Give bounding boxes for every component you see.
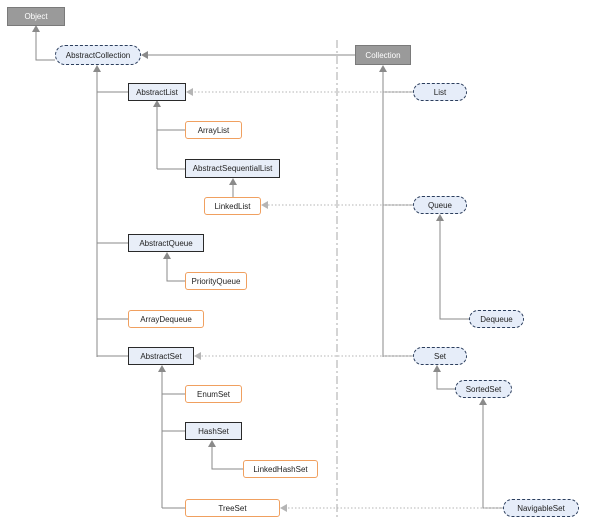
node-linked-list: LinkedList	[204, 197, 261, 215]
node-set: Set	[413, 347, 467, 365]
node-abstract-queue: AbstractQueue	[128, 234, 204, 252]
node-array-dequeue: ArrayDequeue	[128, 310, 204, 328]
edge-abstractcollection-object	[32, 25, 55, 61]
node-queue: Queue	[413, 196, 467, 214]
edge-navigableset-sortedset	[479, 398, 503, 509]
node-abstract-collection: AbstractCollection	[55, 45, 141, 65]
node-collection: Collection	[355, 45, 411, 65]
node-tree-set: TreeSet	[185, 499, 280, 517]
node-dequeue: Dequeue	[469, 310, 524, 328]
node-hash-set: HashSet	[185, 422, 242, 440]
node-abstract-set: AbstractSet	[128, 347, 194, 365]
edge-dequeue-queue	[436, 214, 469, 320]
node-navigable-set: NavigableSet	[503, 499, 579, 517]
node-list: List	[413, 83, 467, 101]
node-abstract-list: AbstractList	[128, 83, 186, 101]
node-sorted-set: SortedSet	[455, 380, 512, 398]
node-abstract-sequential-list: AbstractSequentialList	[185, 159, 280, 178]
edge-priorityqueue-abstractqueue	[163, 252, 185, 282]
edge-linkedhashset-hashset	[208, 440, 243, 470]
node-linked-hash-set: LinkedHashSet	[243, 460, 318, 478]
node-priority-queue: PriorityQueue	[185, 272, 247, 290]
node-enum-set: EnumSet	[185, 385, 242, 403]
edge-sortedset-set	[433, 365, 455, 390]
node-object: Object	[7, 7, 65, 26]
node-array-list: ArrayList	[185, 121, 242, 139]
